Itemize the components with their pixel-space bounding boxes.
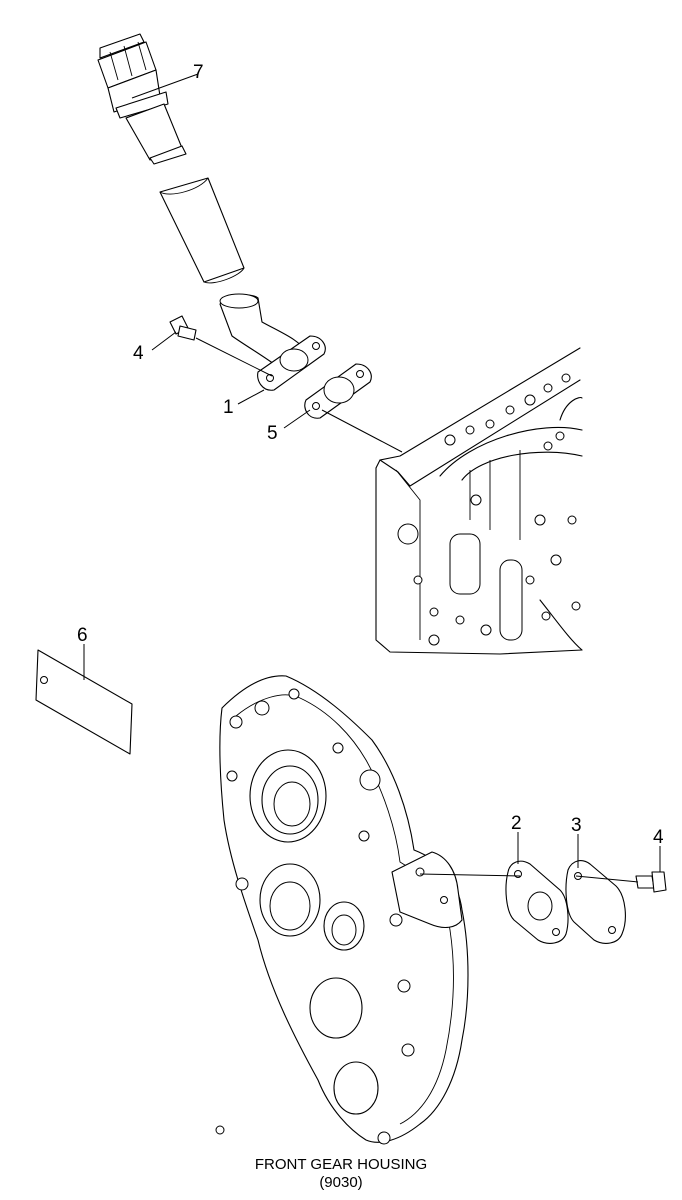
callout-4-top: 4 <box>133 343 144 364</box>
callout-1: 1 <box>223 397 234 418</box>
caption-title: FRONT GEAR HOUSING <box>254 1156 428 1173</box>
alignment-line-bolt <box>195 337 273 377</box>
part-6-label-plate[interactable] <box>35 649 133 755</box>
cylinder-block <box>375 347 583 655</box>
callout-6: 6 <box>77 625 88 646</box>
caption-code: (9030) <box>319 1174 363 1191</box>
alignment-line-gasket <box>321 409 403 453</box>
part-2-gasket[interactable] <box>505 860 569 944</box>
part-7-filler-neck[interactable] <box>97 33 187 165</box>
callout-5: 5 <box>267 423 278 444</box>
callout-4-bottom: 4 <box>653 827 664 848</box>
leader-lines <box>83 73 661 872</box>
part-1-elbow-outlet[interactable] <box>219 293 326 391</box>
front-gear-housing <box>215 675 469 1145</box>
callout-2: 2 <box>511 813 522 834</box>
part-4-bolt-top[interactable] <box>169 315 197 341</box>
callout-3: 3 <box>571 815 582 836</box>
alignment-line-cover <box>419 873 639 883</box>
callout-7: 7 <box>193 62 204 83</box>
hose[interactable] <box>159 177 245 284</box>
part-3-cover-plate[interactable] <box>565 860 626 944</box>
diagram-caption: FRONT GEAR HOUSING (9030) <box>0 1156 682 1192</box>
part-5-gasket[interactable] <box>304 363 372 419</box>
part-4-bolt-bottom[interactable] <box>635 871 667 893</box>
